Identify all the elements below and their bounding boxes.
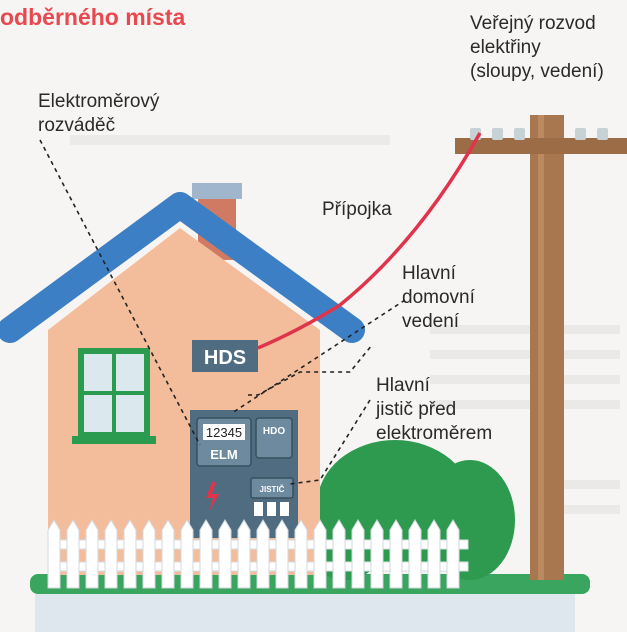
label-line: Hlavní — [376, 375, 430, 396]
label-line: Elektroměrový — [38, 91, 160, 112]
label-line: domovní — [402, 287, 475, 308]
fence-picket — [389, 519, 403, 589]
label-main-breaker: Hlavní jistič před elektroměrem — [376, 374, 492, 446]
fence-picket — [104, 519, 118, 589]
roof — [0, 192, 365, 343]
label-line: (sloupy, vedení) — [470, 61, 604, 82]
hdo-label: HDO — [263, 426, 285, 437]
fence-pickets — [47, 519, 460, 589]
fence-picket — [351, 519, 365, 589]
label-line: Hlavní — [402, 263, 456, 284]
window — [72, 348, 156, 444]
fence-picket — [446, 519, 460, 589]
pointer-lines — [39, 139, 406, 485]
fence-picket — [275, 519, 289, 589]
label-line: jistič před — [376, 399, 457, 420]
label-line: Přípojka — [322, 199, 392, 220]
label-line: rozváděč — [38, 115, 116, 136]
page-title: odběrného místa — [0, 4, 186, 30]
utility-pole — [455, 115, 627, 580]
hds-label: HDS — [204, 347, 246, 369]
fence-picket — [47, 519, 61, 589]
fence-picket — [313, 519, 327, 589]
label-line: vedení — [402, 311, 460, 332]
label-public-grid: Veřejný rozvod elektřiny (sloupy, vedení… — [470, 12, 604, 84]
chimney-cap — [192, 183, 242, 199]
label-service-line: Přípojka — [322, 198, 392, 222]
breaker-label: JISTIČ — [260, 485, 285, 494]
fence-picket — [427, 519, 441, 589]
fence-picket — [218, 519, 232, 589]
lightning-icon — [206, 482, 219, 512]
background-print — [70, 135, 620, 514]
fence-picket — [237, 519, 251, 589]
label-line: elektřiny — [470, 37, 541, 58]
fence-picket — [161, 519, 175, 589]
fence-picket — [256, 519, 270, 589]
fence-picket — [142, 519, 156, 589]
fence-picket — [370, 519, 384, 589]
fence-picket — [408, 519, 422, 589]
ground-base — [35, 588, 575, 632]
meter-label: ELM — [210, 447, 237, 462]
fence-picket — [85, 519, 99, 589]
fence-picket — [294, 519, 308, 589]
service-wire — [257, 132, 482, 350]
meter-reading: 12345 — [206, 425, 242, 440]
meter-cabinet — [190, 410, 298, 538]
label-line: elektroměrem — [376, 423, 493, 444]
fence-picket — [332, 519, 346, 589]
fence-picket — [123, 519, 137, 589]
fence-picket — [199, 519, 213, 589]
fence-picket — [66, 519, 80, 589]
label-meter-cabinet: Elektroměrový rozváděč — [38, 90, 159, 138]
label-main-house-line: Hlavní domovní vedení — [402, 262, 475, 334]
hds-box — [192, 340, 258, 372]
label-line: Veřejný rozvod — [470, 13, 596, 34]
fence-picket — [180, 519, 194, 589]
